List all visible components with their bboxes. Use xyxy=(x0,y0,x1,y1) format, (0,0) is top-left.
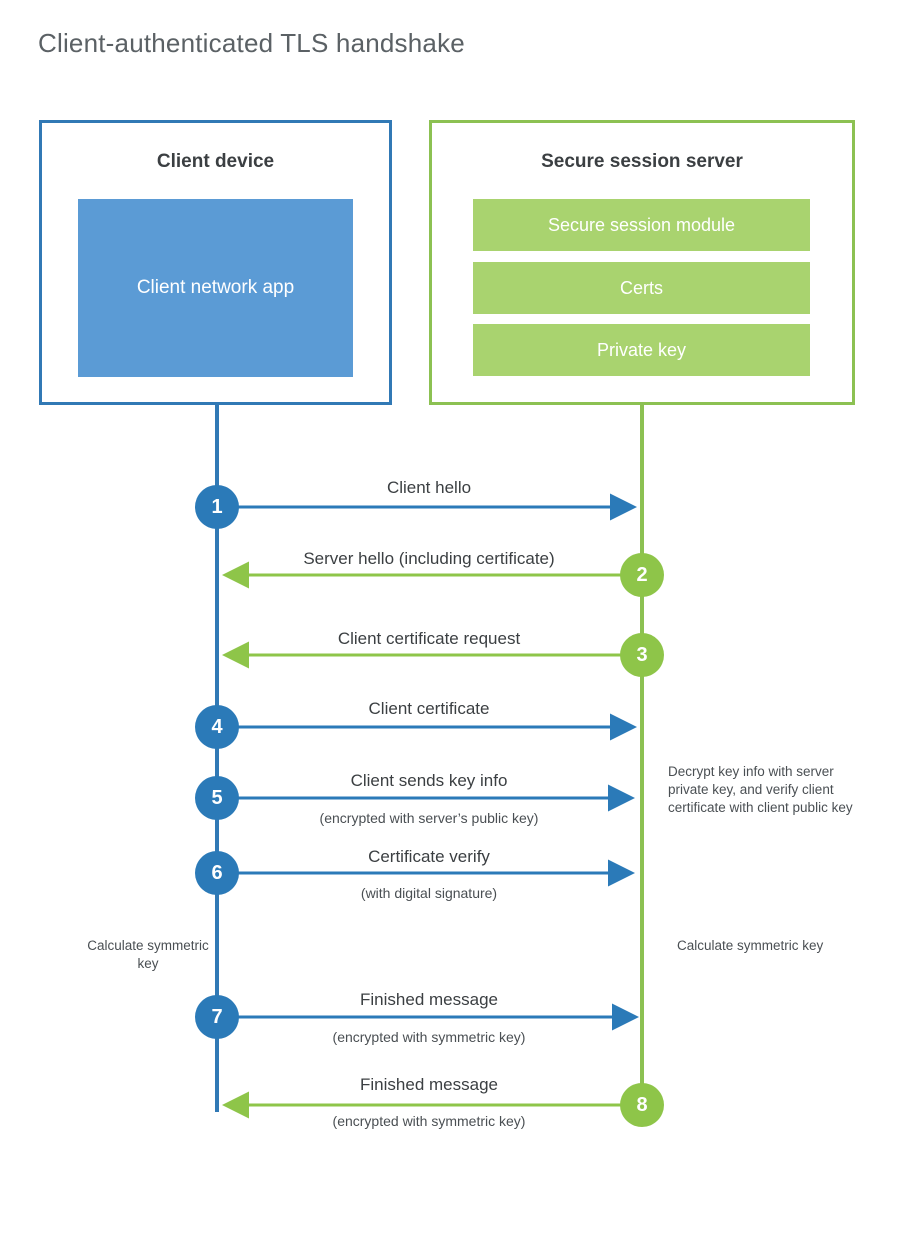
certs-block: Certs xyxy=(473,262,810,314)
flow-label-7: Finished message xyxy=(360,990,498,1009)
flow-label-1: Client hello xyxy=(386,478,472,497)
flow-label-2: Server hello (including certificate) xyxy=(303,549,555,568)
flow-label-8: Finished message xyxy=(360,1075,498,1094)
step-marker-2[interactable]: 2 xyxy=(620,553,664,597)
step-marker-8[interactable]: 8 xyxy=(620,1083,664,1127)
step-marker-5[interactable]: 5 xyxy=(195,776,239,820)
step-marker-6[interactable]: 6 xyxy=(195,851,239,895)
client-device-title: Client device xyxy=(156,151,275,172)
flow-label-5: Client sends key info xyxy=(350,771,508,790)
note-server-decrypt: Decrypt key info with server private key… xyxy=(668,764,853,816)
flow-sublabel-6: (with digital signature) xyxy=(360,885,498,901)
step-marker-7[interactable]: 7 xyxy=(195,995,239,1039)
flow-label-6: Certificate verify xyxy=(368,847,490,866)
flow-label-3: Client certificate request xyxy=(337,629,521,648)
flow-sublabel-7: (encrypted with symmetric key) xyxy=(332,1029,526,1045)
secure-session-server-box: Secure session server Secure session mod… xyxy=(429,120,855,405)
flow-sublabel-5: (encrypted with server’s public key) xyxy=(319,810,539,826)
step-marker-3[interactable]: 3 xyxy=(620,633,664,677)
client-device-box: Client device Client network app xyxy=(39,120,392,405)
step-marker-4[interactable]: 4 xyxy=(195,705,239,749)
flow-label-4: Client certificate xyxy=(368,699,490,718)
secure-session-module-block: Secure session module xyxy=(473,199,810,251)
note-server-calculate-symmetric-key: Calculate symmetric key xyxy=(677,938,824,953)
flow-sublabel-8: (encrypted with symmetric key) xyxy=(332,1113,526,1129)
client-network-app-block: Client network app xyxy=(78,199,353,377)
secure-session-server-title: Secure session server xyxy=(541,151,743,172)
page-title: Client-authenticated TLS handshake xyxy=(38,28,465,58)
note-client-calculate-symmetric-key: Calculate symmetric key xyxy=(87,938,209,972)
step-marker-1[interactable]: 1 xyxy=(195,485,239,529)
private-key-block: Private key xyxy=(473,324,810,376)
